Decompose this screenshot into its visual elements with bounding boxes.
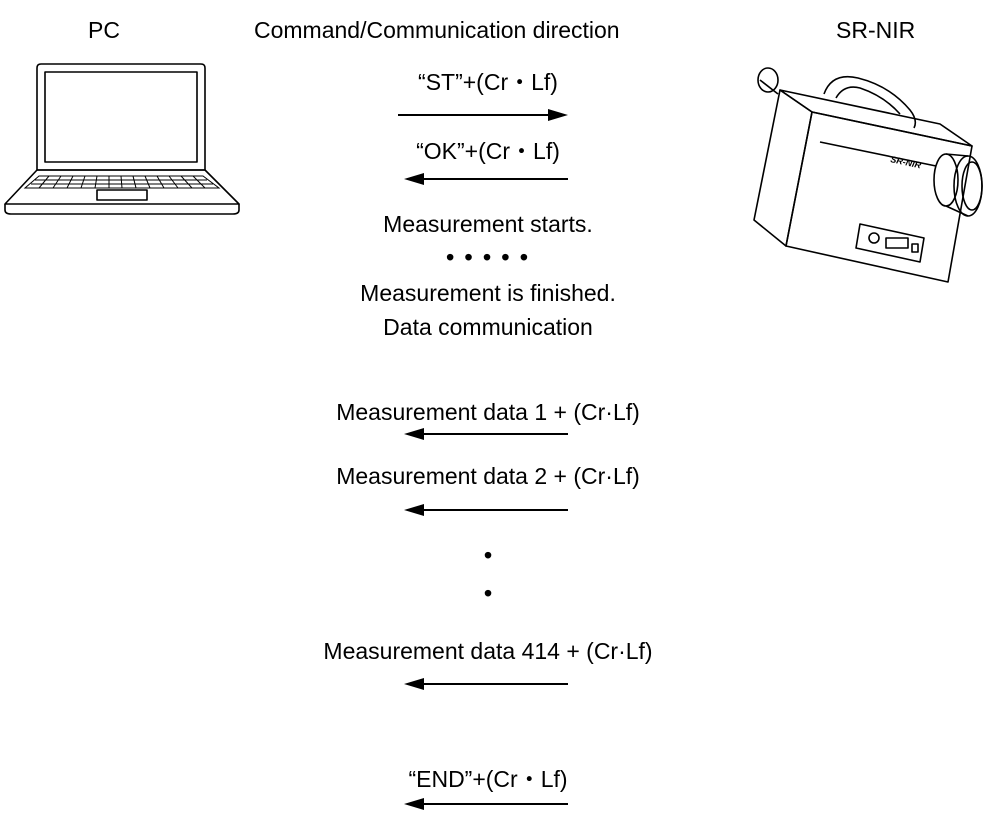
measurement-data-1-label: Measurement data 1 + (Cr·Lf) [336, 399, 640, 425]
ok-response-label: “OK”+(Cr・Lf) [416, 138, 560, 164]
status-dots: • • • • • [446, 244, 530, 270]
measurement-data-414-label: Measurement data 414 + (Cr·Lf) [323, 638, 653, 664]
device-body-label: SR-NIR [890, 154, 923, 170]
ellipsis-dot-1: • [483, 542, 493, 568]
sr-nir-device-icon: SR-NIR [753, 67, 983, 283]
ellipsis-dot-2: • [483, 580, 493, 606]
status-measurement-finished: Measurement is finished. [360, 280, 616, 306]
data-1-arrow-left [404, 428, 568, 440]
data-2-arrow-left [404, 504, 568, 516]
data-414-arrow-left [404, 678, 568, 690]
pc-header: PC [88, 17, 120, 43]
status-data-communication: Data communication [383, 314, 593, 340]
st-arrow-right [398, 109, 568, 121]
device-header: SR-NIR [836, 17, 916, 43]
ok-arrow-left [404, 173, 568, 185]
end-message-label: “END”+(Cr・Lf) [408, 766, 568, 792]
measurement-data-2-label: Measurement data 2 + (Cr·Lf) [336, 463, 640, 489]
direction-header: Command/Communication direction [254, 17, 620, 43]
st-command-label: “ST”+(Cr・Lf) [418, 69, 558, 95]
end-arrow-left [404, 798, 568, 810]
laptop-icon [4, 63, 240, 215]
status-measurement-starts: Measurement starts. [383, 211, 593, 237]
